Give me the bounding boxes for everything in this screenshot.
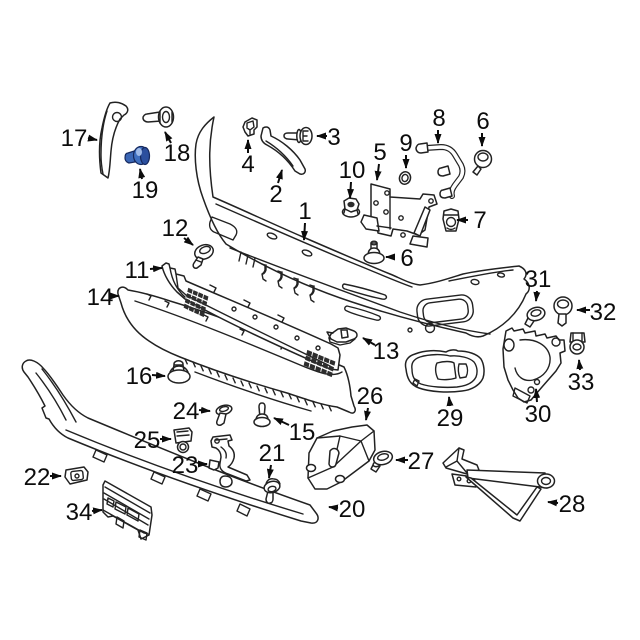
svg-text:6: 6 (476, 108, 489, 135)
svg-text:1: 1 (298, 198, 311, 225)
svg-text:28: 28 (559, 491, 586, 518)
svg-text:14: 14 (87, 284, 114, 311)
svg-text:13: 13 (373, 338, 400, 365)
svg-text:10: 10 (339, 157, 366, 184)
svg-text:18: 18 (164, 140, 191, 167)
svg-text:4: 4 (241, 151, 254, 178)
svg-text:3: 3 (327, 124, 340, 151)
svg-text:25: 25 (134, 427, 161, 454)
svg-text:29: 29 (437, 405, 464, 432)
svg-text:17: 17 (61, 125, 88, 152)
svg-text:11: 11 (125, 257, 150, 284)
svg-text:24: 24 (173, 398, 200, 425)
svg-text:31: 31 (525, 266, 552, 293)
svg-text:23: 23 (172, 452, 199, 479)
svg-text:7: 7 (473, 207, 486, 234)
svg-text:19: 19 (132, 177, 159, 204)
svg-text:16: 16 (126, 363, 153, 390)
svg-text:33: 33 (568, 369, 595, 396)
svg-text:20: 20 (339, 496, 366, 523)
svg-text:27: 27 (408, 448, 435, 475)
svg-text:5: 5 (373, 139, 386, 166)
svg-text:30: 30 (525, 401, 552, 428)
svg-text:22: 22 (24, 464, 51, 491)
svg-text:8: 8 (432, 105, 445, 132)
svg-text:15: 15 (289, 419, 316, 446)
svg-text:9: 9 (399, 130, 412, 157)
svg-text:32: 32 (590, 299, 617, 326)
svg-text:2: 2 (269, 181, 282, 208)
svg-text:26: 26 (357, 383, 384, 410)
svg-text:6: 6 (400, 245, 413, 272)
svg-text:34: 34 (66, 499, 93, 526)
svg-text:21: 21 (259, 440, 286, 467)
